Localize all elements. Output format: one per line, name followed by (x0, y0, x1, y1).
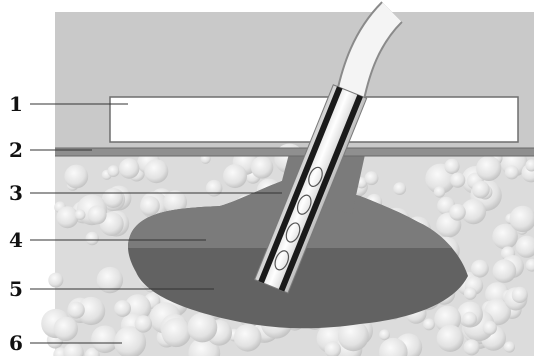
foam-bubble (88, 205, 107, 224)
foam-bubble (423, 319, 435, 331)
foam-bubble (54, 317, 78, 341)
foam-bubble (437, 325, 464, 352)
foam-bubble (464, 339, 480, 355)
label-3: 3 (9, 181, 23, 205)
foam-bubble (365, 171, 379, 185)
foam-bubble (493, 259, 517, 283)
foam-bubble (144, 159, 168, 183)
foam-bubble (57, 206, 79, 228)
foam-bubble (188, 313, 218, 343)
foam-bubble (140, 196, 160, 216)
foam-bubble (379, 329, 390, 340)
foam-bubble (505, 165, 519, 179)
label-5: 5 (9, 277, 23, 301)
foam-bubble (471, 260, 489, 278)
foam-bubble (462, 312, 477, 327)
sealing-layer (55, 148, 534, 156)
foam-bubble (434, 186, 445, 197)
foam-bubble (464, 287, 477, 300)
label-6: 6 (9, 331, 23, 355)
foam-bubble (476, 156, 501, 181)
foam-bubble (64, 165, 88, 189)
foam-bubble (512, 287, 528, 303)
foam-bubble (86, 232, 99, 245)
foam-bubble (68, 302, 85, 319)
foam-bubble (114, 300, 131, 317)
foam-bubble (162, 318, 191, 347)
foam-bubble (206, 180, 223, 197)
foam-bubble (234, 324, 262, 352)
foam-bubble (135, 315, 152, 332)
label-4: 4 (9, 228, 23, 252)
foam-bubble (48, 273, 63, 288)
foam-bubble (393, 182, 406, 195)
foam-bubble (450, 173, 465, 188)
foam-bubble (75, 209, 86, 220)
foam-bubble (472, 181, 490, 199)
foam-bubble (108, 165, 120, 177)
foam-bubble (103, 188, 123, 208)
foam-bubble (449, 204, 466, 221)
label-1: 1 (9, 92, 23, 116)
foam-bubble (444, 159, 459, 174)
foam-bubble (483, 321, 497, 335)
foam-bubble (251, 156, 273, 178)
label-2: 2 (9, 138, 23, 162)
foam-bubble (119, 158, 139, 178)
foam-bubble (504, 341, 515, 352)
foam-bubble (223, 164, 247, 188)
